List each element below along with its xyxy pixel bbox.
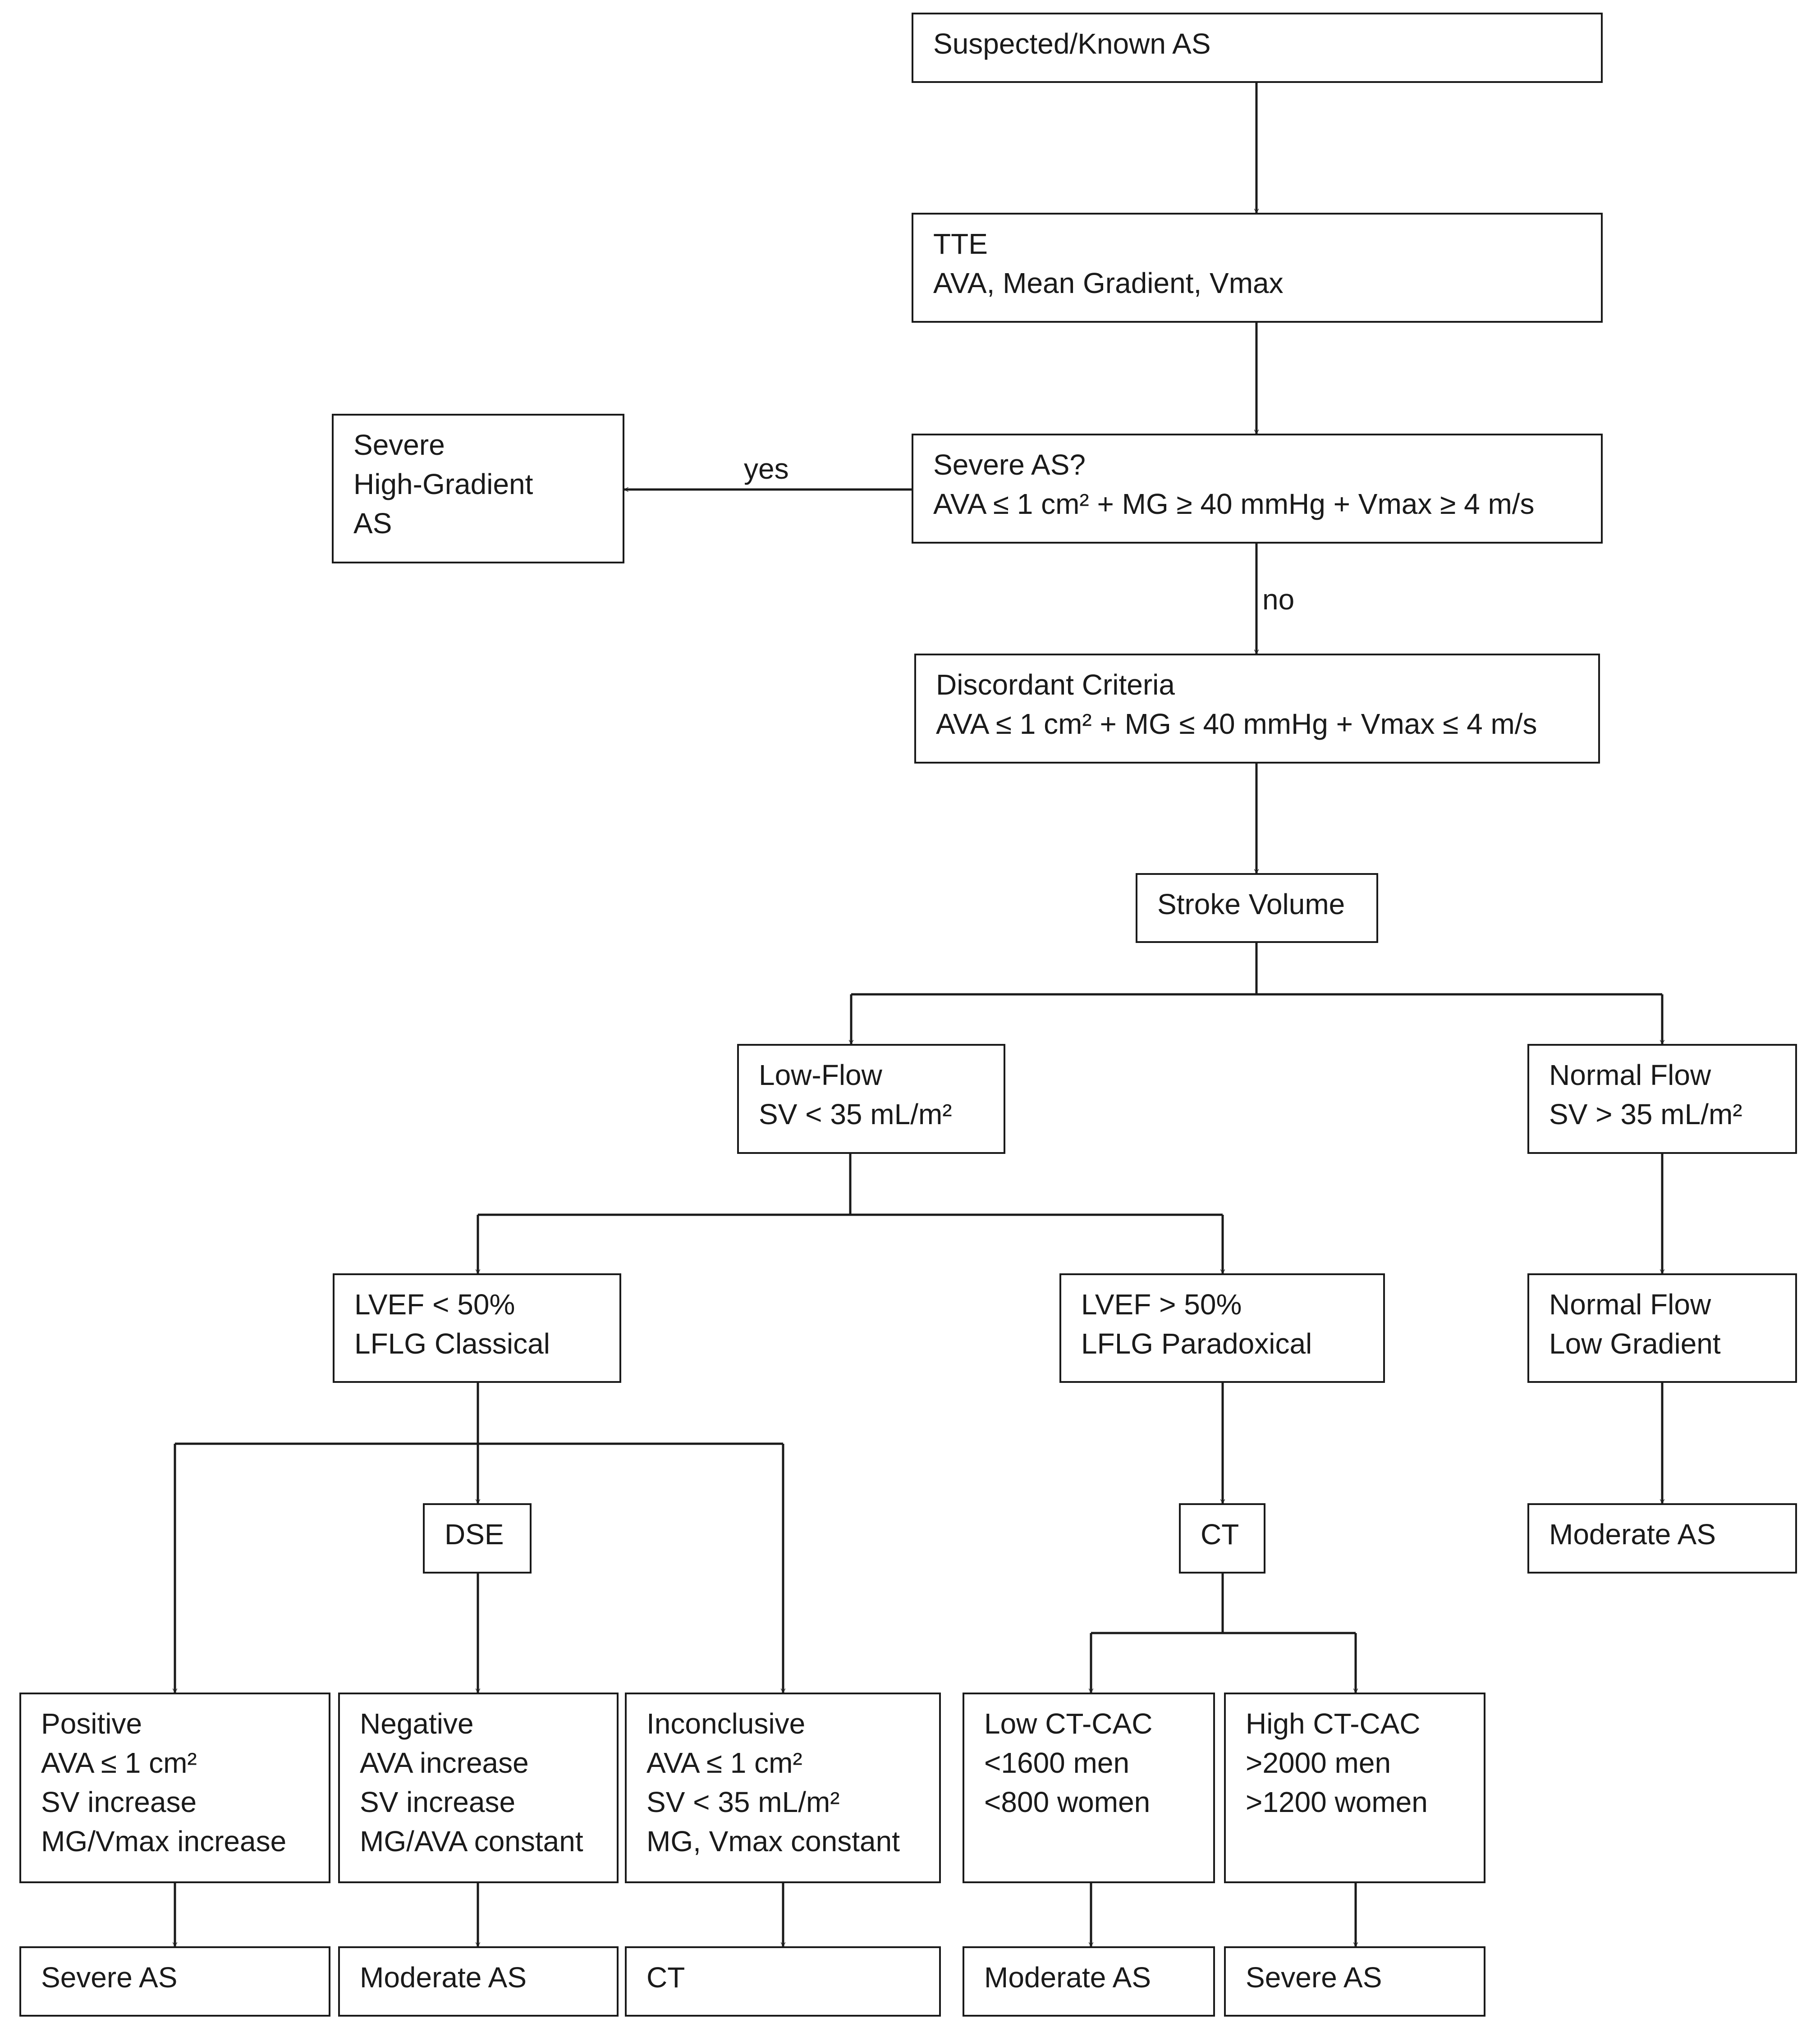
node-line: Severe AS? <box>933 448 1086 481</box>
node-line: High CT-CAC <box>1246 1707 1421 1740</box>
node-line: High-Gradient <box>353 468 533 500</box>
node-line: Severe <box>353 429 445 461</box>
node-suspected-known-as: Suspected/Known AS <box>912 13 1603 83</box>
node-line: AVA, Mean Gradient, Vmax <box>933 267 1284 299</box>
edge-label-no: no <box>1262 583 1295 616</box>
node-line: SV increase <box>360 1786 516 1818</box>
node-dse-inconclusive: Inconclusive AVA ≤ 1 cm² SV < 35 mL/m² M… <box>625 1693 941 1883</box>
node-line: SV < 35 mL/m² <box>646 1786 840 1818</box>
node-line: MG/Vmax increase <box>41 1825 287 1858</box>
node-line: <1600 men <box>984 1747 1130 1779</box>
node-line: Severe AS <box>41 1961 178 1994</box>
outcome-severe-as-positive: Severe AS <box>19 1946 330 2017</box>
node-dse: DSE <box>423 1503 532 1574</box>
node-line: AS <box>353 507 392 540</box>
node-line: CT <box>646 1961 685 1994</box>
node-stroke-volume: Stroke Volume <box>1136 873 1378 943</box>
node-moderate-as-normal-flow: Moderate AS <box>1527 1503 1797 1574</box>
node-line: CT <box>1201 1518 1239 1551</box>
node-line: Low CT-CAC <box>984 1707 1153 1740</box>
node-line: Moderate AS <box>984 1961 1151 1994</box>
split-lvef-classical <box>175 1383 783 1445</box>
node-line: Normal Flow <box>1549 1288 1711 1321</box>
node-line: >2000 men <box>1246 1747 1391 1779</box>
node-line: LFLG Paradoxical <box>1081 1327 1312 1360</box>
node-severe-as-question: Severe AS? AVA ≤ 1 cm² + MG ≥ 40 mmHg + … <box>912 434 1603 544</box>
node-line: MG/AVA constant <box>360 1825 583 1858</box>
node-line: MG, Vmax constant <box>646 1825 900 1858</box>
node-line: Moderate AS <box>1549 1518 1716 1551</box>
node-line: LVEF < 50% <box>354 1288 515 1321</box>
node-line: TTE <box>933 228 988 260</box>
node-line: SV < 35 mL/m² <box>759 1098 952 1130</box>
node-ct: CT <box>1179 1503 1265 1574</box>
outcome-severe-as-high-cac: Severe AS <box>1224 1946 1485 2017</box>
node-line: Negative <box>360 1707 474 1740</box>
node-line: SV increase <box>41 1786 197 1818</box>
split-stroke-volume <box>851 943 1662 996</box>
node-line: Stroke Volume <box>1157 888 1345 920</box>
node-high-ct-cac: High CT-CAC >2000 men >1200 women <box>1224 1693 1485 1883</box>
node-normal-flow: Normal Flow SV > 35 mL/m² <box>1527 1044 1797 1154</box>
node-line: Suspected/Known AS <box>933 27 1211 60</box>
node-line: Normal Flow <box>1549 1059 1711 1091</box>
node-line: Inconclusive <box>646 1707 806 1740</box>
node-line: AVA ≤ 1 cm² <box>41 1747 197 1779</box>
outcome-moderate-as-low-cac: Moderate AS <box>963 1946 1215 2017</box>
node-line: SV > 35 mL/m² <box>1549 1098 1742 1130</box>
node-line: >1200 women <box>1246 1786 1428 1818</box>
node-line: <800 women <box>984 1786 1151 1818</box>
node-low-ct-cac: Low CT-CAC <1600 men <800 women <box>963 1693 1215 1883</box>
node-line: Low Gradient <box>1549 1327 1721 1360</box>
node-line: Severe AS <box>1246 1961 1382 1994</box>
node-line: AVA ≤ 1 cm² + MG ≤ 40 mmHg + Vmax ≤ 4 m/… <box>936 708 1537 740</box>
node-dse-negative: Negative AVA increase SV increase MG/AVA… <box>338 1693 619 1883</box>
outcome-ct-inconclusive: CT <box>625 1946 941 2017</box>
node-lvef-classical: LVEF < 50% LFLG Classical <box>333 1273 621 1383</box>
node-line: LFLG Classical <box>354 1327 550 1360</box>
node-line: Moderate AS <box>360 1961 527 1994</box>
node-line: Discordant Criteria <box>936 668 1175 701</box>
split-low-flow <box>478 1154 1223 1216</box>
node-dse-positive: Positive AVA ≤ 1 cm² SV increase MG/Vmax… <box>19 1693 330 1883</box>
node-low-flow: Low-Flow SV < 35 mL/m² <box>737 1044 1005 1154</box>
node-line: LVEF > 50% <box>1081 1288 1242 1321</box>
node-line: DSE <box>445 1518 504 1551</box>
outcome-moderate-as-negative: Moderate AS <box>338 1946 619 2017</box>
node-tte: TTE AVA, Mean Gradient, Vmax <box>912 213 1603 323</box>
node-line: Low-Flow <box>759 1059 882 1091</box>
node-normal-flow-low-gradient: Normal Flow Low Gradient <box>1527 1273 1797 1383</box>
node-line: AVA ≤ 1 cm² <box>646 1747 802 1779</box>
node-severe-high-gradient-as: Severe High-Gradient AS <box>332 414 624 563</box>
node-line: Positive <box>41 1707 142 1740</box>
node-lvef-paradoxical: LVEF > 50% LFLG Paradoxical <box>1059 1273 1385 1383</box>
edge-label-yes: yes <box>744 453 789 485</box>
node-line: AVA increase <box>360 1747 529 1779</box>
node-line: AVA ≤ 1 cm² + MG ≥ 40 mmHg + Vmax ≥ 4 m/… <box>933 488 1535 520</box>
node-discordant-criteria: Discordant Criteria AVA ≤ 1 cm² + MG ≤ 4… <box>914 654 1600 764</box>
split-ct <box>1091 1574 1356 1634</box>
